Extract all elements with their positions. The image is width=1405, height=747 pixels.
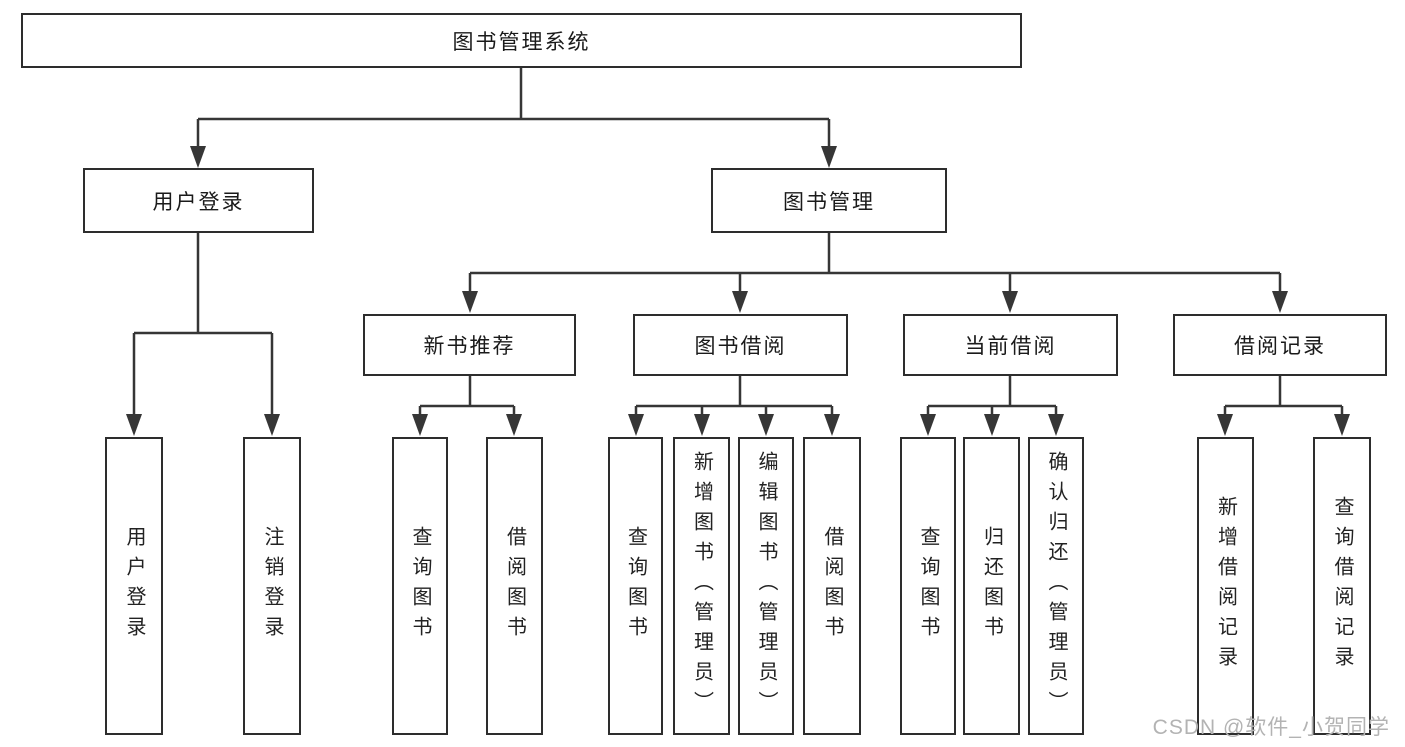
- leaf-query-books-current-label: 查询图书: [917, 526, 939, 646]
- leaf-user-login-label: 用户登录: [123, 526, 145, 646]
- node-borrow-records-label: 借阅记录: [1234, 335, 1326, 358]
- leaf-logout: 注销登录: [243, 437, 301, 735]
- node-book-management: 图书管理: [711, 168, 947, 233]
- leaf-query-books-borrow: 查询图书: [608, 437, 663, 735]
- leaf-query-books-current: 查询图书: [900, 437, 956, 735]
- leaf-add-borrow-record-label: 新增借阅记录: [1214, 496, 1237, 676]
- leaf-edit-book-admin-label: 编辑图书（管理员）: [755, 451, 777, 721]
- leaf-query-books-borrow-label: 查询图书: [624, 526, 647, 646]
- node-user-login-label: 用户登录: [152, 190, 245, 214]
- node-new-book-recommend-label: 新书推荐: [423, 335, 516, 358]
- watermark: CSDN @软件_小贺同学: [1152, 716, 1390, 739]
- leaf-query-books-recommend-label: 查询图书: [409, 526, 431, 646]
- node-root: 图书管理系统: [21, 13, 1022, 68]
- leaf-borrow-books-label: 借阅图书: [821, 526, 843, 646]
- leaf-add-book-admin: 新增图书（管理员）: [673, 437, 730, 735]
- leaf-query-borrow-record-label: 查询借阅记录: [1331, 496, 1353, 676]
- leaf-add-borrow-record: 新增借阅记录: [1197, 437, 1254, 735]
- leaf-edit-book-admin: 编辑图书（管理员）: [738, 437, 794, 735]
- leaf-return-book-label: 归还图书: [980, 526, 1003, 646]
- leaf-return-book: 归还图书: [963, 437, 1020, 735]
- node-current-borrow-label: 当前借阅: [964, 335, 1057, 358]
- node-book-management-label: 图书管理: [783, 190, 875, 214]
- node-book-borrow: 图书借阅: [633, 314, 848, 376]
- leaf-add-book-admin-label: 新增图书（管理员）: [690, 451, 713, 721]
- node-user-login: 用户登录: [83, 168, 314, 233]
- leaf-user-login: 用户登录: [105, 437, 163, 735]
- node-borrow-records: 借阅记录: [1173, 314, 1387, 376]
- leaf-borrow-books: 借阅图书: [803, 437, 861, 735]
- leaf-confirm-return-admin-label: 确认归还（管理员）: [1045, 451, 1067, 721]
- node-new-book-recommend: 新书推荐: [363, 314, 576, 376]
- leaf-query-books-recommend: 查询图书: [392, 437, 448, 735]
- node-root-label: 图书管理系统: [452, 30, 591, 54]
- leaf-confirm-return-admin: 确认归还（管理员）: [1028, 437, 1084, 735]
- node-book-borrow-label: 图书借阅: [694, 335, 787, 358]
- arrowheads: [126, 146, 1350, 436]
- leaf-logout-label: 注销登录: [261, 526, 283, 646]
- leaf-query-borrow-record: 查询借阅记录: [1313, 437, 1371, 735]
- leaf-borrow-books-recommend-label: 借阅图书: [503, 526, 526, 646]
- node-current-borrow: 当前借阅: [903, 314, 1118, 376]
- leaf-borrow-books-recommend: 借阅图书: [486, 437, 543, 735]
